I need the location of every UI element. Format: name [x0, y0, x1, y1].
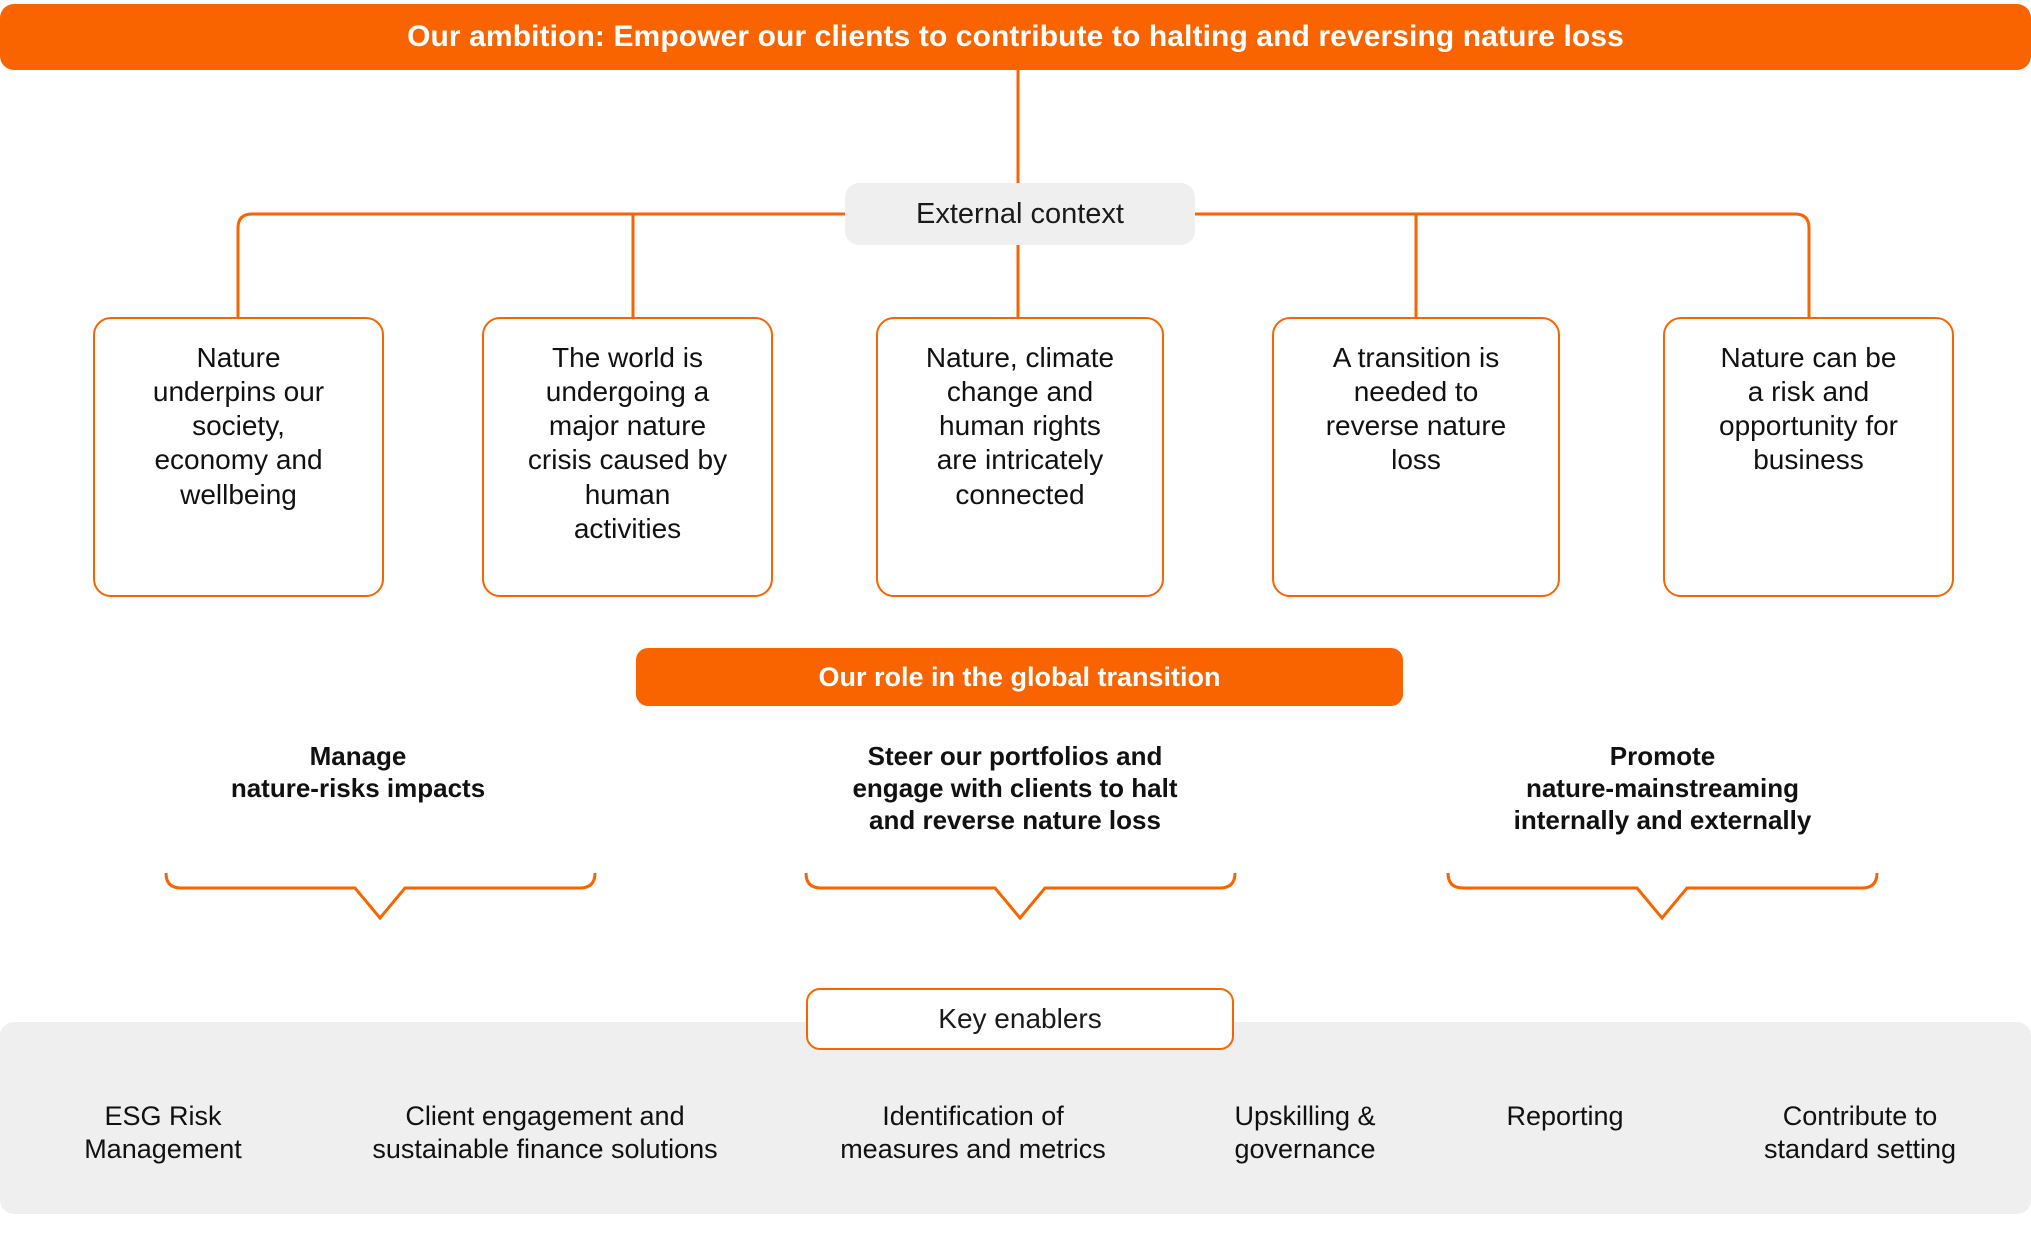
external-context-label: External context: [916, 197, 1124, 230]
external-context-pill: External context: [845, 183, 1195, 245]
context-box-label: The world is undergoing a major nature c…: [527, 342, 728, 544]
context-box-label: Nature, climate change and human rights …: [925, 342, 1115, 510]
context-box-label: Nature underpins our society, economy an…: [152, 342, 325, 510]
role-band-label: Our role in the global transition: [818, 661, 1221, 692]
context-box-label: Nature can be a risk and opportunity for…: [1719, 342, 1898, 476]
role-heading-promote: Promote nature-mainstreaming internally …: [1513, 741, 1812, 836]
enabler-upskilling-governance: Upskilling & governance: [1234, 1101, 1376, 1164]
wire-bus-to-box-1: [236, 212, 845, 317]
enabler-esg-risk-management: ESG Risk Management: [84, 1101, 242, 1164]
brace-role-3: [1446, 872, 1879, 921]
context-box-label: A transition is needed to reverse nature…: [1325, 342, 1507, 476]
context-box-nature-crisis: The world is undergoing a major nature c…: [482, 317, 773, 597]
key-enablers-pill: Key enablers: [806, 988, 1234, 1050]
ambition-label: Our ambition: Empower our clients to con…: [407, 20, 1624, 53]
role-heading-manage: Manage nature-risks impacts: [230, 741, 486, 804]
brace-role-2: [804, 872, 1237, 921]
context-box-nature-climate-rights: Nature, climate change and human rights …: [876, 317, 1164, 597]
context-box-risk-opportunity: Nature can be a risk and opportunity for…: [1663, 317, 1954, 597]
ambition-banner: Our ambition: Empower our clients to con…: [0, 4, 2031, 70]
key-enablers-band: [0, 1022, 2031, 1214]
key-enablers-label: Key enablers: [938, 1003, 1102, 1034]
enabler-standard-setting: Contribute to standard setting: [1763, 1101, 1957, 1164]
context-box-nature-underpins: Nature underpins our society, economy an…: [93, 317, 384, 597]
enabler-identification-measures: Identification of measures and metrics: [840, 1101, 1106, 1164]
brace-role-1: [164, 872, 597, 921]
role-heading-steer: Steer our portfolios and engage with cli…: [852, 741, 1178, 836]
enabler-reporting: Reporting: [1506, 1101, 1624, 1131]
enabler-client-engagement: Client engagement and sustainable financ…: [372, 1101, 718, 1164]
context-box-transition-needed: A transition is needed to reverse nature…: [1272, 317, 1560, 597]
role-band: Our role in the global transition: [636, 648, 1403, 706]
wire-bus-to-box-5: [1195, 212, 1811, 317]
